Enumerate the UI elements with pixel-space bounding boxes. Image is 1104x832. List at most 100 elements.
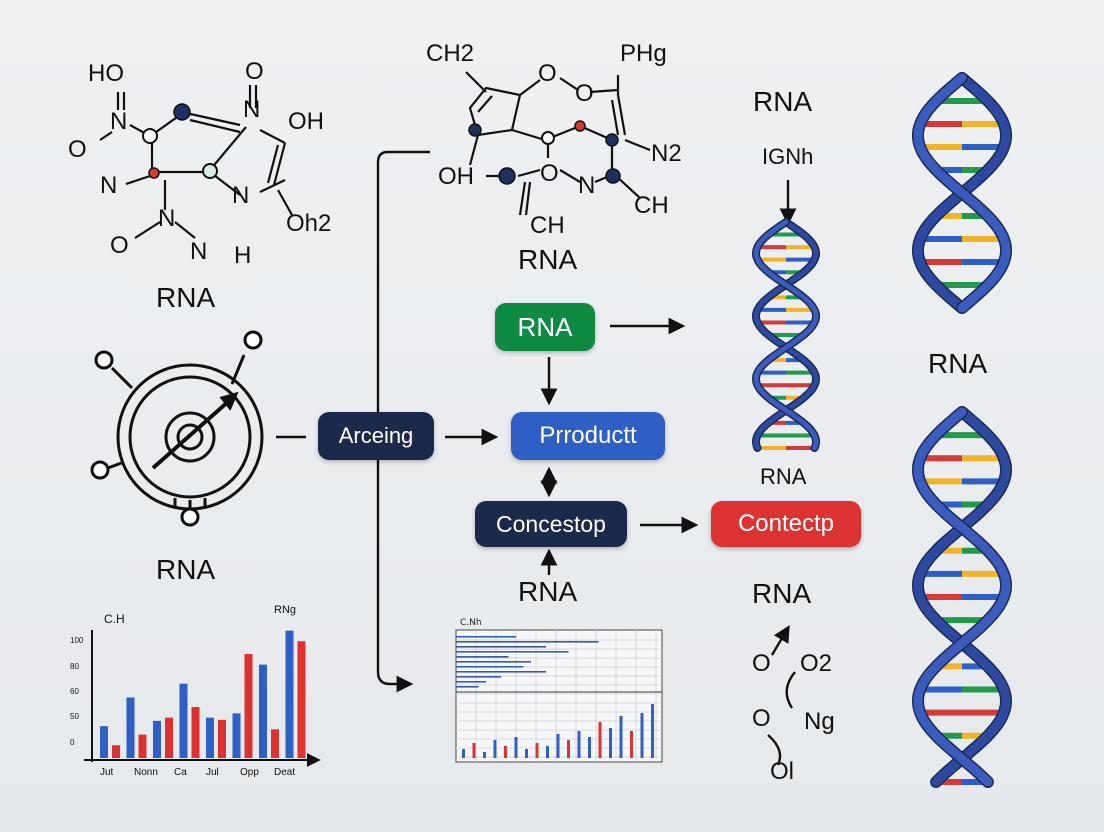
rna-label: RNA: [518, 244, 578, 275]
bar: [259, 664, 267, 758]
bar: [244, 653, 253, 758]
bar: [609, 728, 612, 758]
atom-label: O: [68, 136, 87, 163]
bar: [640, 713, 644, 758]
bar: [297, 641, 306, 758]
dna-helix-icon: [911, 406, 1013, 788]
atom-label: O: [245, 58, 264, 85]
rna-node[interactable]: RNA: [495, 303, 595, 351]
y-tick-label: 100: [70, 636, 84, 645]
rna-label: RNA: [760, 464, 807, 489]
atom-label: N: [232, 182, 250, 209]
center-molecule-atom-dots: [468, 120, 621, 185]
atom-label: Ol: [770, 758, 794, 785]
bar: [598, 722, 602, 758]
bar: [179, 683, 188, 758]
bar: [493, 740, 497, 758]
rna-label: RNA: [752, 578, 812, 609]
bar: [285, 630, 294, 758]
prroductt-node[interactable]: Prroductt: [511, 412, 665, 460]
helix-strand: [753, 219, 819, 451]
dna-helix-icon: [751, 218, 821, 452]
atom-label: HO: [88, 60, 124, 87]
bar: [462, 749, 465, 758]
x-tick-label: Jul: [206, 767, 219, 778]
center-chart-hbars: [456, 636, 599, 688]
ignh-label: IGNh: [762, 144, 814, 169]
atom-label: O: [752, 705, 771, 732]
left-molecule-bonds: [99, 85, 293, 239]
left-molecule-atom-dots: [142, 103, 218, 179]
atom-label: N: [100, 172, 118, 199]
atom-label: O: [540, 160, 559, 187]
rna-label: RNA: [753, 86, 813, 117]
bar: [588, 737, 591, 758]
bar: [218, 719, 226, 758]
bar: [126, 697, 135, 758]
atom-label: N: [110, 108, 128, 135]
bar: [191, 707, 200, 758]
center-chart-vbars: [462, 704, 654, 758]
rna-label: RNA: [156, 282, 216, 313]
bar: [651, 704, 654, 758]
atom-label: O: [752, 650, 771, 677]
rna-label: RNA: [518, 576, 578, 607]
x-tick-label: Ca: [174, 767, 187, 778]
bar: [271, 729, 279, 758]
x-tick-label: Opp: [240, 767, 259, 778]
chart-title: C.Nh: [460, 618, 482, 628]
bar: [456, 636, 516, 638]
y-tick-label: 80: [70, 662, 79, 671]
bar: [525, 749, 528, 758]
bar: [232, 713, 241, 758]
chart-corner-label: RNg: [274, 604, 297, 616]
atom-label: N: [243, 96, 261, 123]
dna-helix-icon: [912, 72, 1012, 314]
center-molecule-bonds: [465, 71, 651, 216]
bar: [100, 726, 108, 758]
bar: [567, 740, 570, 758]
left-chart-bars: [100, 630, 306, 758]
helix-strand: [913, 407, 1011, 787]
left-chart-axes: [84, 630, 321, 767]
contectp-node[interactable]: Contectp: [711, 501, 861, 547]
bar: [456, 681, 486, 683]
bar: [504, 746, 507, 758]
bar: [456, 656, 509, 658]
atom-label: OH: [288, 108, 324, 135]
atom-label: CH2: [426, 40, 475, 67]
bar: [472, 743, 476, 758]
x-tick-label: Jut: [100, 767, 114, 778]
bar: [546, 746, 549, 758]
atom-label: N: [158, 205, 176, 232]
atom-label: O: [110, 232, 129, 259]
helix-strand: [913, 73, 1011, 313]
atom-label: CH: [634, 192, 669, 219]
atom-label: Ng: [804, 708, 835, 735]
bar: [577, 731, 581, 758]
bar: [630, 731, 633, 758]
atom-label: CH: [530, 212, 565, 239]
arceing-node[interactable]: Arceing: [318, 412, 434, 460]
bar: [153, 720, 161, 758]
bar: [112, 745, 120, 758]
atom-label: N: [190, 238, 208, 265]
atom-label: PHg: [620, 40, 667, 67]
atom-label: OH: [438, 163, 474, 190]
bar: [165, 717, 173, 758]
atom-label: O: [575, 80, 594, 107]
target-gauge-icon: [90, 330, 264, 527]
bar: [456, 641, 599, 643]
atom-label: Oh2: [286, 210, 332, 237]
x-tick-label: Nonn: [134, 767, 158, 778]
bar: [456, 646, 546, 648]
bar: [456, 671, 546, 673]
bar: [456, 676, 501, 678]
chart-title: C.H: [104, 612, 125, 626]
atom-label: H: [234, 242, 252, 269]
concestop-node[interactable]: Concestop: [475, 501, 627, 547]
atom-label: N: [578, 172, 596, 199]
bar: [206, 717, 214, 758]
y-tick-label: 0: [70, 738, 75, 747]
